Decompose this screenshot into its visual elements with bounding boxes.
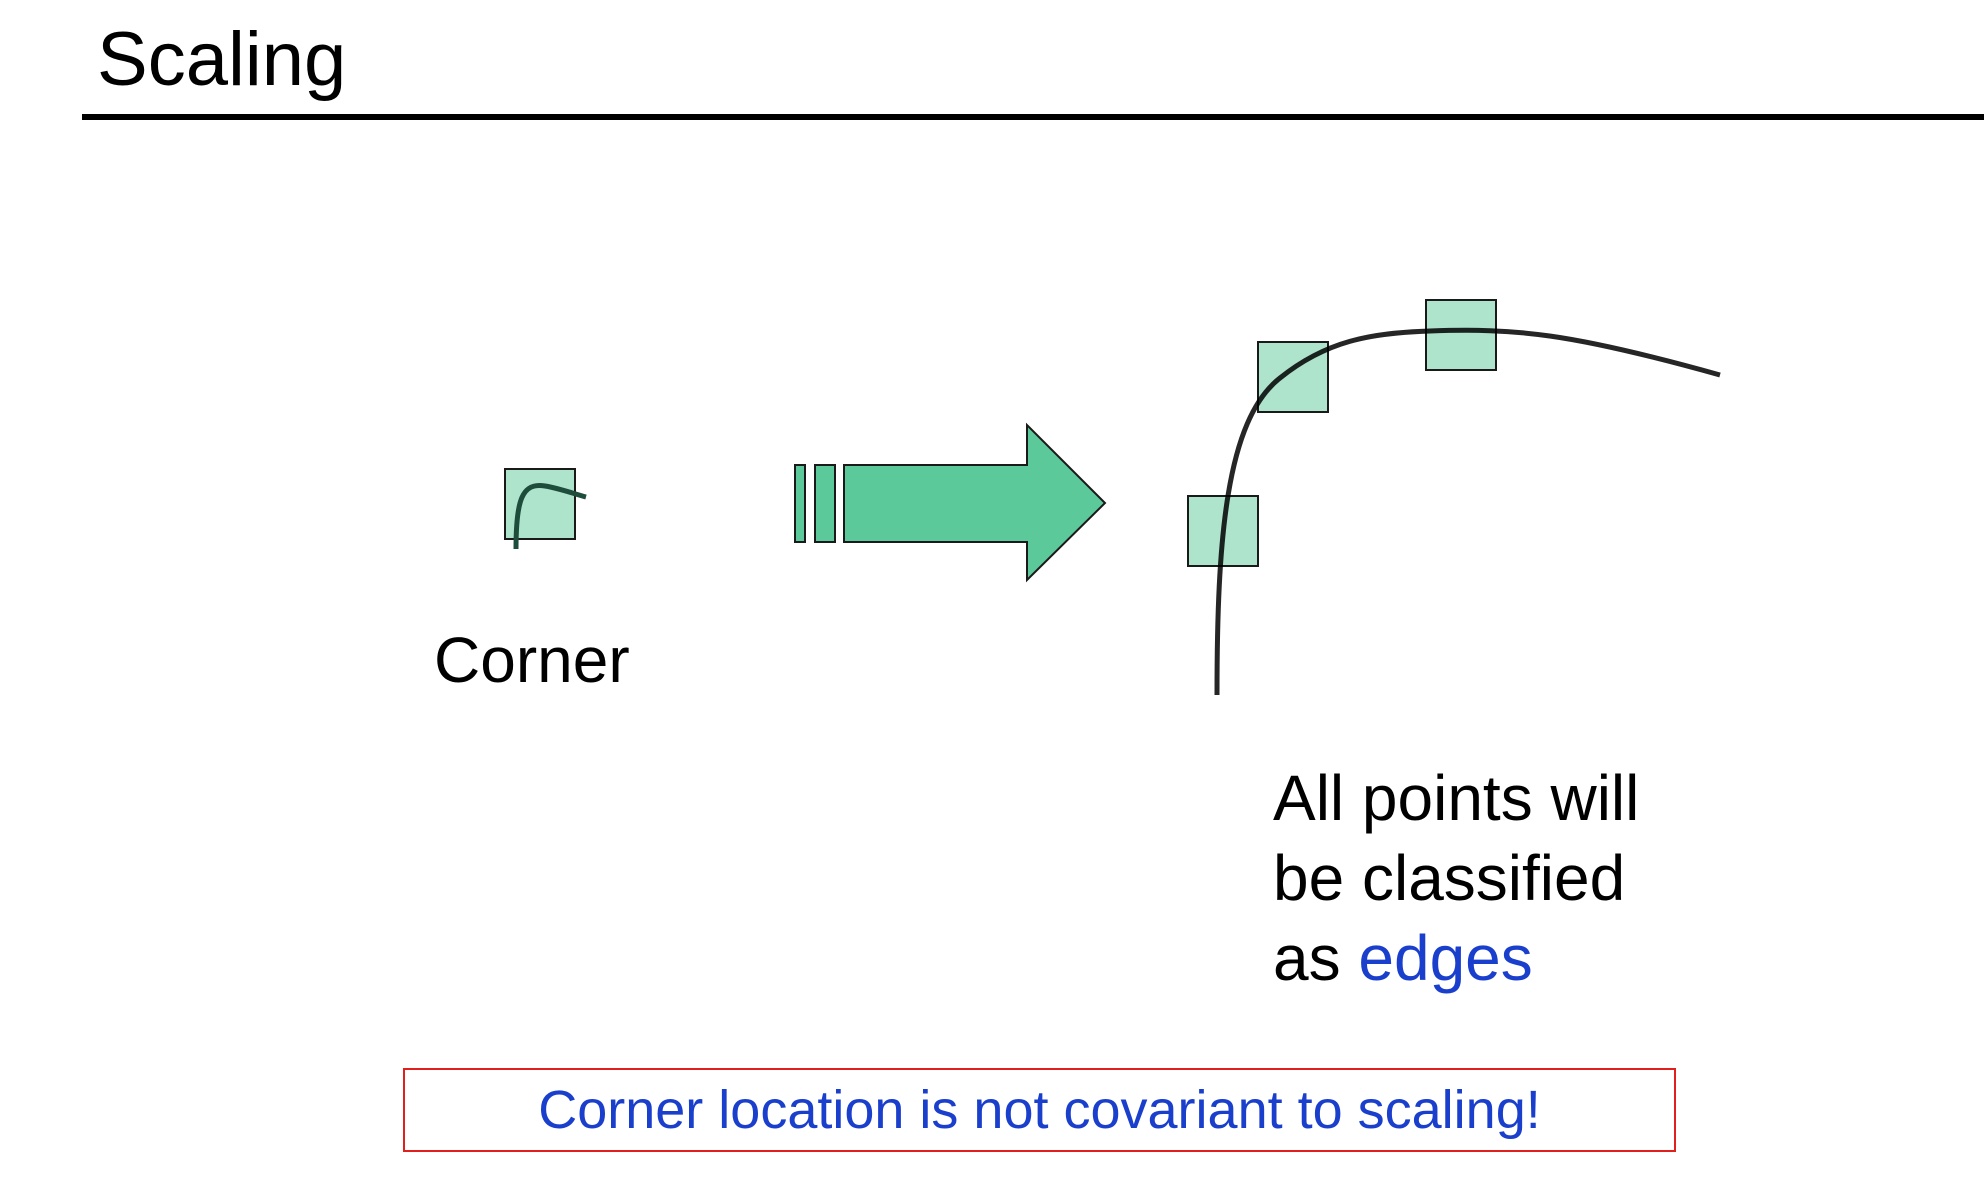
small-corner-group [504, 468, 587, 550]
small-curve [513, 482, 587, 550]
large-edge-group [1187, 299, 1721, 696]
scale-up-arrow-icon [794, 422, 1107, 583]
caption-highlight-edges: edges [1358, 922, 1533, 994]
large-window-top [1425, 299, 1497, 371]
corner-label: Corner [434, 624, 630, 696]
title-divider [82, 114, 1984, 120]
caption-line-3: as edges [1273, 918, 1639, 998]
caption-line-2: be classified [1273, 842, 1626, 914]
large-curve [1214, 327, 1721, 696]
edge-caption: All points will be classified as edges [1273, 758, 1639, 998]
conclusion-text: Corner location is not covariant to scal… [538, 1080, 1541, 1140]
arrow-stripe-1 [794, 464, 806, 543]
caption-line-1: All points will [1273, 762, 1640, 834]
arrow-stripe-2 [814, 464, 836, 543]
conclusion-box: Corner location is not covariant to scal… [403, 1068, 1676, 1152]
caption-line-3-prefix: as [1273, 922, 1359, 994]
slide-title: Scaling [97, 17, 347, 102]
arrow-body [843, 422, 1107, 583]
